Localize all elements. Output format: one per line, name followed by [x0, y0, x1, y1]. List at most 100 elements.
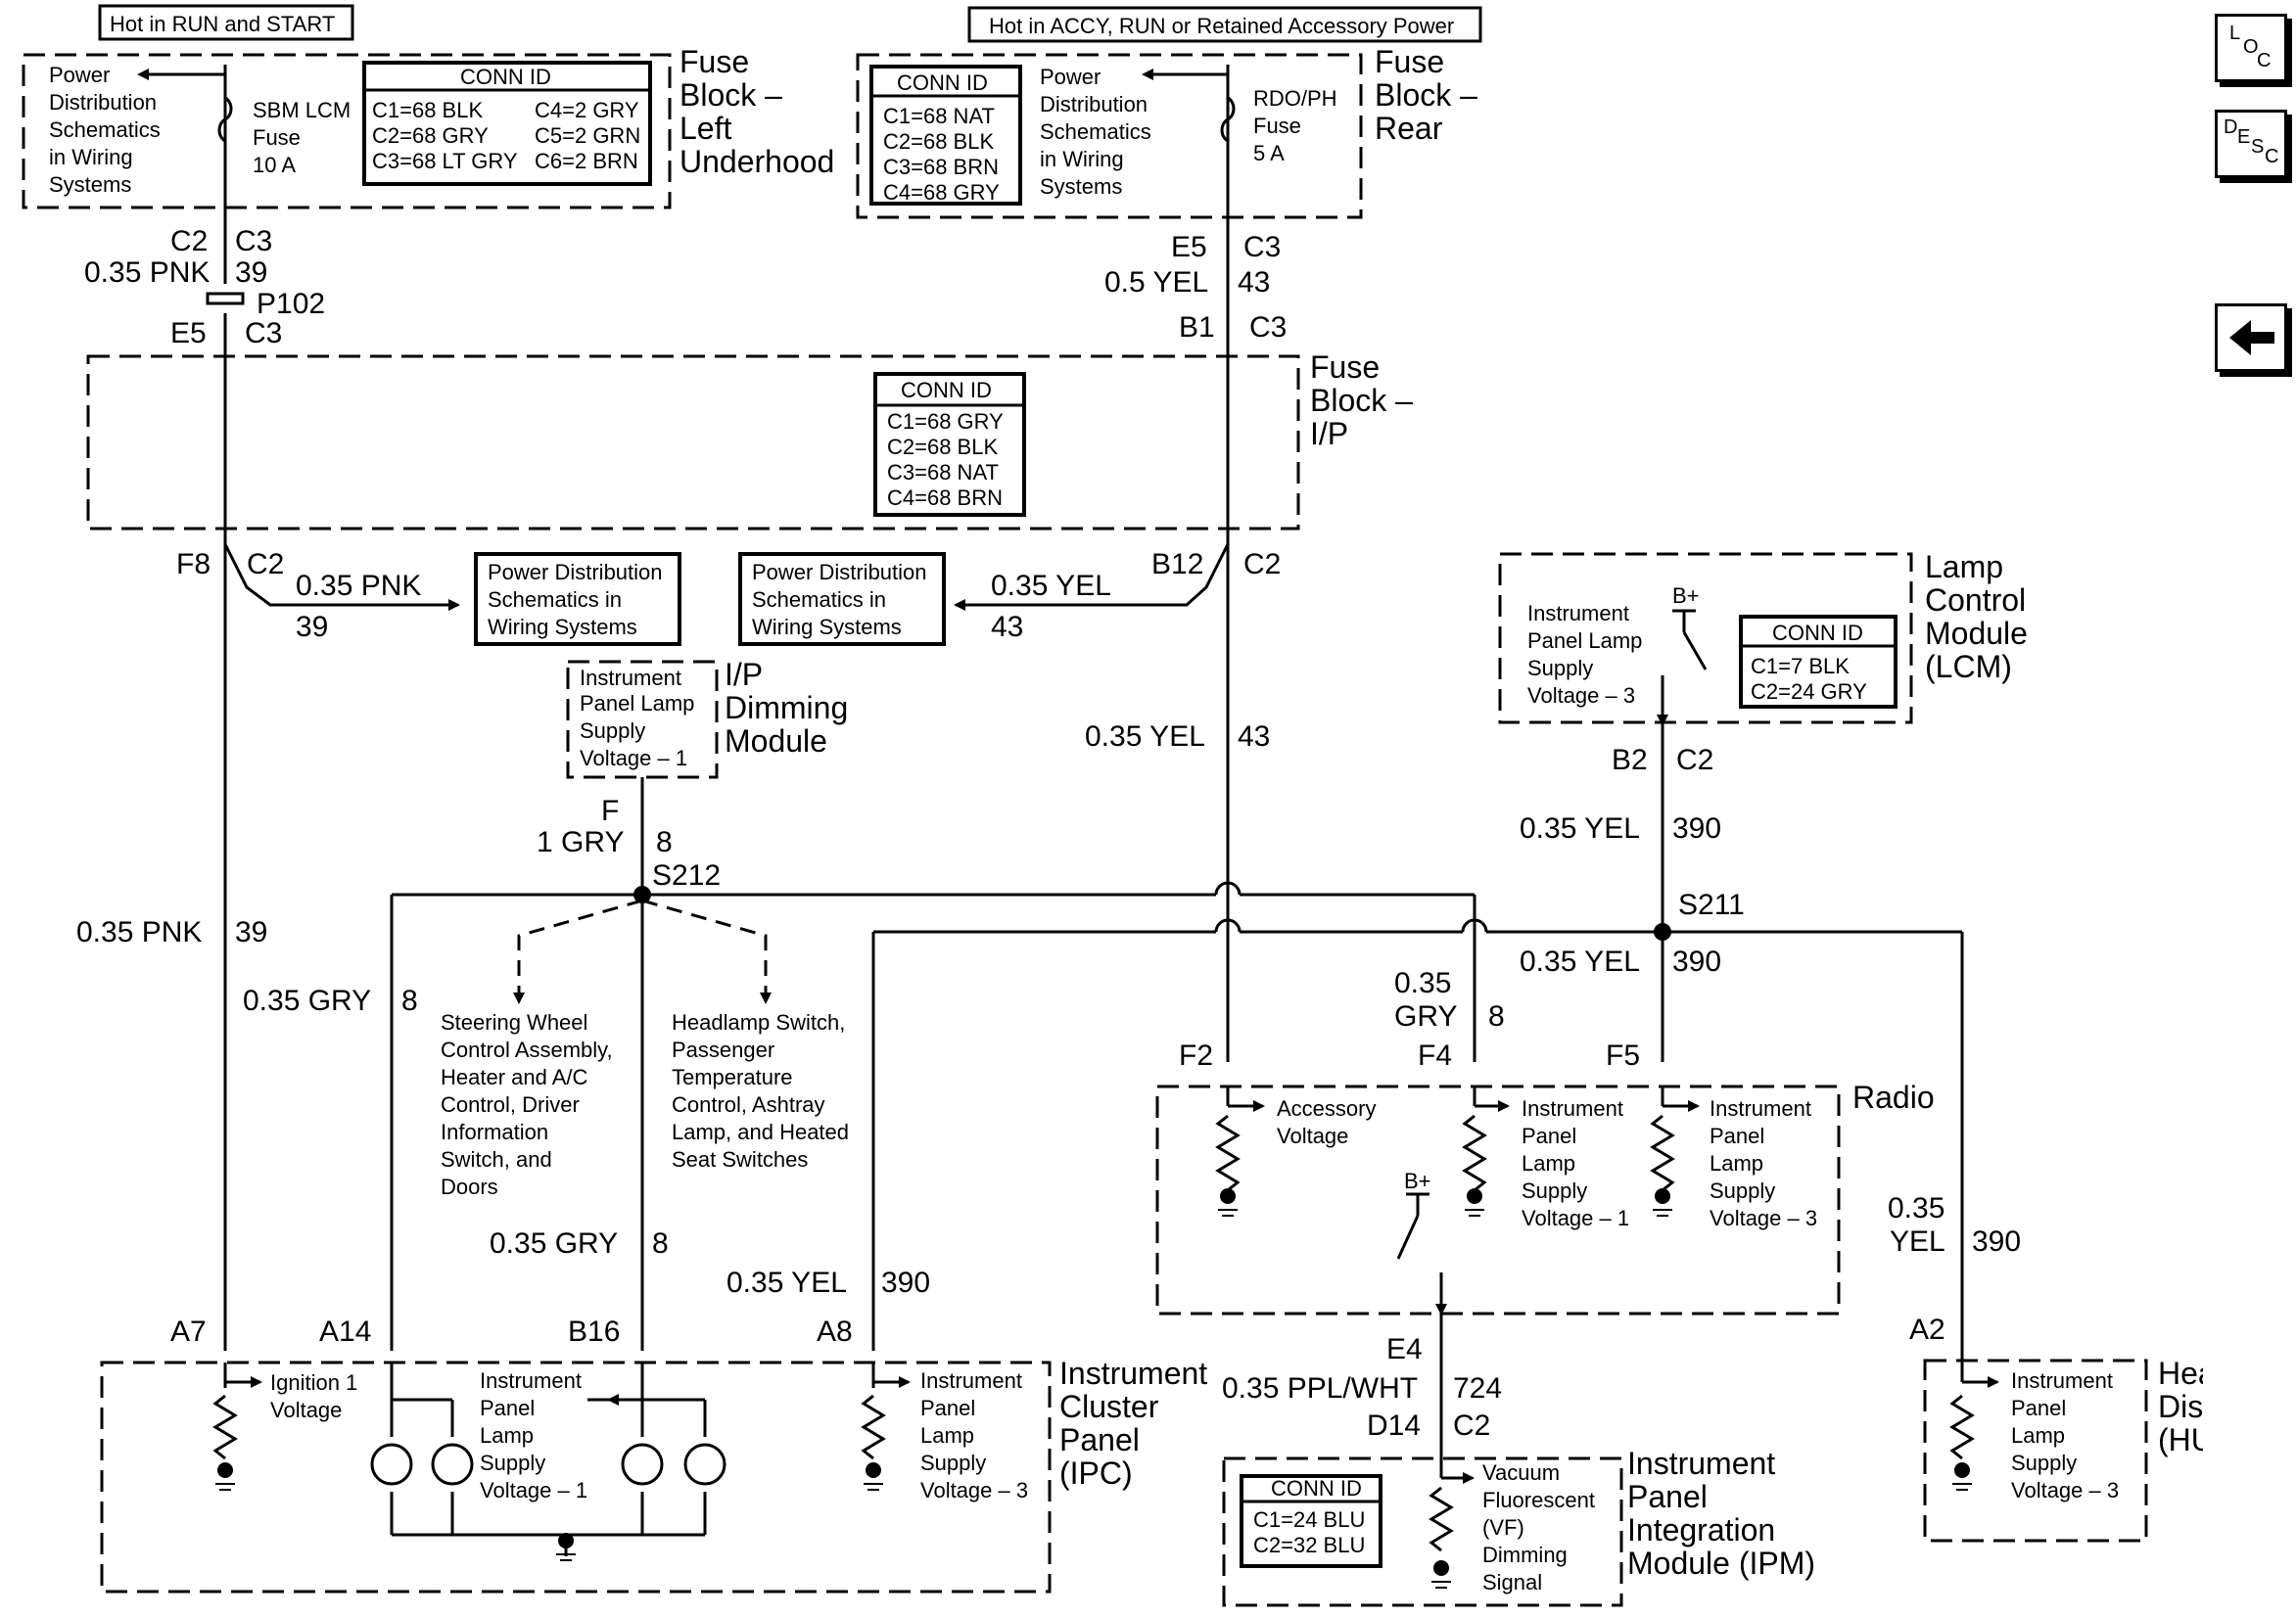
svg-text:Instrument: Instrument [1627, 1446, 1775, 1481]
hot-run-start-box [98, 4, 354, 41]
svg-text:Block –: Block – [1375, 77, 1477, 113]
svg-text:Panel: Panel [1522, 1124, 1576, 1148]
svg-text:Systems: Systems [49, 172, 131, 197]
svg-text:39: 39 [296, 611, 328, 643]
svg-text:Cluster: Cluster [1059, 1389, 1159, 1424]
svg-text:P102: P102 [257, 288, 325, 320]
svg-text:0.35 YEL: 0.35 YEL [1520, 812, 1640, 845]
svg-text:Panel: Panel [1710, 1124, 1764, 1148]
svg-text:0.35 PNK: 0.35 PNK [84, 256, 210, 289]
svg-text:0.35 GRY: 0.35 GRY [490, 1227, 618, 1260]
svg-text:B+: B+ [1404, 1169, 1431, 1193]
desc-button[interactable]: D E S C [2215, 110, 2287, 178]
svg-text:C1=7 BLK: C1=7 BLK [1751, 654, 1850, 678]
ipm-conn-id-box [1240, 1474, 1382, 1568]
svg-text:Lamp: Lamp [920, 1423, 974, 1448]
svg-text:Voltage – 3: Voltage – 3 [1527, 683, 1635, 708]
svg-text:Block –: Block – [1310, 383, 1413, 418]
svg-text:C6=2 BRN: C6=2 BRN [535, 149, 638, 173]
svg-text:Supply: Supply [2011, 1451, 2077, 1475]
svg-text:0.35 YEL: 0.35 YEL [1085, 720, 1205, 753]
svg-text:Steering Wheel: Steering Wheel [441, 1010, 587, 1035]
svg-text:Fuse: Fuse [1375, 44, 1444, 79]
svg-text:Fluorescent: Fluorescent [1482, 1488, 1595, 1512]
svg-text:F5: F5 [1606, 1040, 1640, 1072]
svg-text:(HUD): (HUD) [2158, 1422, 2203, 1457]
svg-text:43: 43 [991, 611, 1023, 643]
svg-text:B16: B16 [568, 1316, 620, 1348]
svg-text:Panel: Panel [480, 1396, 535, 1420]
left-arrow-icon [2229, 320, 2274, 355]
svg-text:390: 390 [1972, 1225, 2021, 1258]
svg-text:Heater and A/C: Heater and A/C [441, 1065, 588, 1089]
svg-text:E4: E4 [1386, 1333, 1423, 1365]
hud-box [1923, 1359, 2148, 1543]
svg-text:B1: B1 [1179, 311, 1215, 344]
svg-text:C3: C3 [235, 225, 272, 257]
svg-text:B2: B2 [1612, 744, 1648, 776]
svg-text:I/P: I/P [725, 657, 763, 692]
svg-text:Control, Ashtray: Control, Ashtray [672, 1092, 825, 1117]
svg-text:C2: C2 [1676, 744, 1713, 776]
svg-text:F2: F2 [1179, 1040, 1213, 1072]
svg-text:Instrument: Instrument [920, 1368, 1022, 1393]
svg-text:C2: C2 [1243, 548, 1281, 580]
svg-text:CONN ID: CONN ID [901, 378, 992, 402]
svg-text:CONN ID: CONN ID [1772, 621, 1863, 645]
loc-button[interactable]: L O C [2215, 14, 2287, 82]
svg-text:Accessory: Accessory [1277, 1096, 1376, 1121]
svg-text:C1=24 BLU: C1=24 BLU [1253, 1507, 1365, 1532]
svg-text:C2: C2 [1453, 1409, 1490, 1442]
back-button[interactable] [2215, 303, 2287, 372]
s212-splice [633, 886, 651, 903]
hot-accy-box [967, 6, 1482, 43]
svg-text:C3: C3 [1243, 231, 1281, 263]
svg-text:Lamp: Lamp [480, 1423, 534, 1448]
svg-text:Lamp: Lamp [1925, 549, 2003, 584]
svg-text:Information: Information [441, 1120, 548, 1144]
svg-text:Passenger: Passenger [672, 1038, 774, 1062]
ipc-box [100, 1361, 1052, 1594]
svg-text:Signal: Signal [1482, 1570, 1542, 1594]
svg-text:C1=68 NAT: C1=68 NAT [883, 104, 995, 128]
wiring-diagram: Hot in RUN and START Hot in ACCY, RUN or… [22, 4, 2203, 1607]
svg-text:Voltage – 1: Voltage – 1 [1522, 1206, 1629, 1230]
left-fuse-block-box [22, 53, 672, 209]
svg-text:8: 8 [656, 826, 673, 858]
svg-text:C4=68 BRN: C4=68 BRN [887, 485, 1003, 510]
svg-text:C2=32 BLU: C2=32 BLU [1253, 1533, 1365, 1557]
svg-text:Systems: Systems [1040, 174, 1122, 199]
svg-text:Voltage – 3: Voltage – 3 [1710, 1206, 1817, 1230]
desc-letter-s: S [2251, 136, 2265, 158]
svg-text:C2: C2 [247, 548, 284, 580]
svg-text:Fuse: Fuse [1310, 349, 1380, 385]
svg-text:Temperature: Temperature [672, 1065, 793, 1089]
svg-text:0.5 YEL: 0.5 YEL [1104, 266, 1208, 299]
svg-text:10 A: 10 A [253, 153, 296, 177]
desc-letter-d: D [2224, 116, 2238, 138]
svg-text:Vacuum: Vacuum [1482, 1460, 1560, 1485]
svg-text:0.35 PPL/WHT: 0.35 PPL/WHT [1222, 1372, 1418, 1405]
svg-text:Voltage: Voltage [270, 1398, 342, 1422]
svg-text:Supply: Supply [480, 1451, 545, 1475]
svg-text:Voltage – 1: Voltage – 1 [480, 1478, 587, 1502]
svg-text:Schematics: Schematics [49, 117, 161, 142]
svg-text:F4: F4 [1418, 1040, 1452, 1072]
svg-text:C3: C3 [1249, 311, 1287, 344]
svg-text:Supply: Supply [1522, 1178, 1587, 1203]
svg-text:B12: B12 [1151, 548, 1203, 580]
svg-text:Voltage – 3: Voltage – 3 [2011, 1478, 2119, 1502]
svg-text:(LCM): (LCM) [1925, 649, 2012, 684]
svg-text:Power Distribution: Power Distribution [488, 560, 663, 584]
svg-text:Underhood: Underhood [679, 144, 834, 179]
svg-text:C2=68 GRY: C2=68 GRY [372, 123, 489, 148]
desc-letter-e: E [2237, 126, 2251, 148]
svg-text:Head–Up: Head–Up [2158, 1356, 2203, 1391]
hot-accy-label: Hot in ACCY, RUN or Retained Accessory P… [989, 14, 1454, 38]
svg-text:Block –: Block – [679, 77, 782, 113]
svg-text:Lamp: Lamp [1710, 1151, 1763, 1176]
radio-box [1155, 1085, 1841, 1316]
svg-text:in Wiring: in Wiring [49, 145, 133, 169]
lcm-box [1498, 552, 1913, 724]
svg-text:724: 724 [1453, 1372, 1502, 1405]
